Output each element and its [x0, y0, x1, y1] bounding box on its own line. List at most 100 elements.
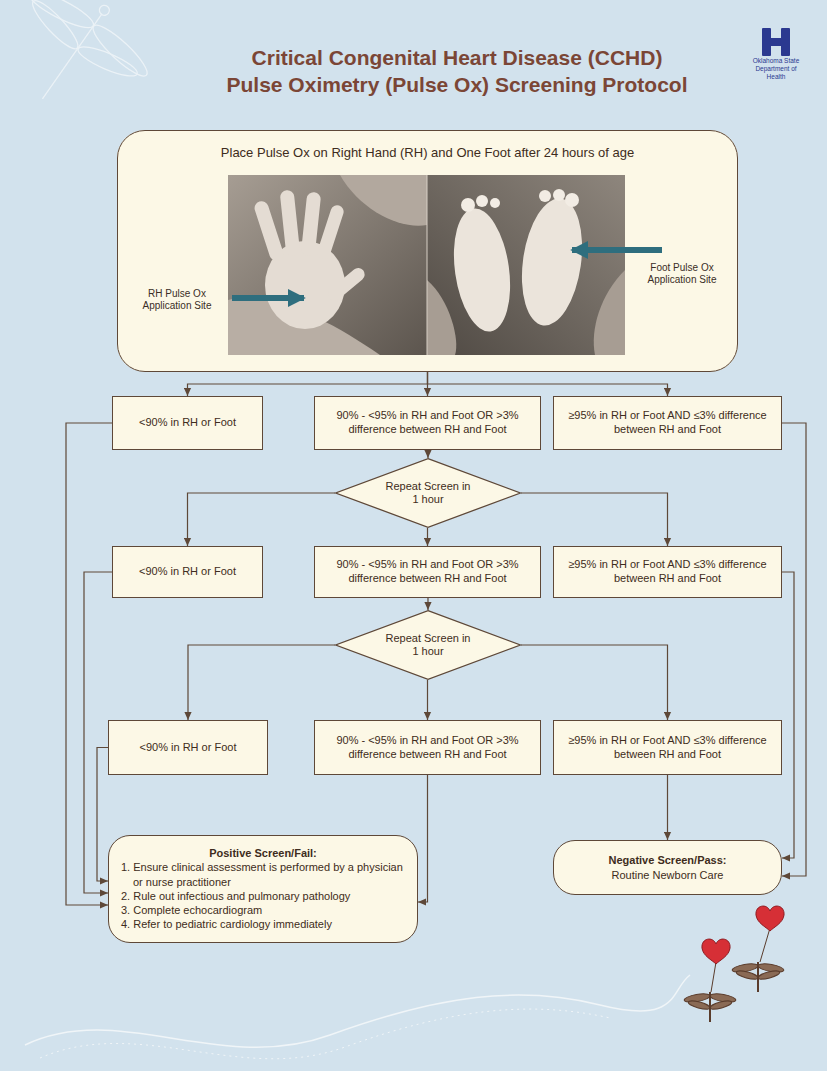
flow-arrow: [66, 423, 112, 905]
site-pointer: [232, 295, 304, 301]
dragonfly-wing: [758, 969, 781, 980]
start-box: Place Pulse Ox on Right Hand (RH) and On…: [117, 130, 738, 372]
text-group: <90% in RH or Foot: [119, 565, 256, 579]
photo-divider: [427, 175, 428, 355]
dragonfly-wing: [88, 19, 153, 81]
baby-finger: [301, 191, 322, 256]
flow-arrow: [418, 775, 428, 902]
flow-arrow: [188, 493, 335, 546]
node-text: 90% - <95% in RH and Foot OR >3% differe…: [321, 409, 534, 437]
adult-hand: [427, 280, 456, 355]
flow-arrow: [521, 493, 668, 546]
dragonfly-head: [97, 3, 111, 17]
diamond-shape: [336, 459, 521, 528]
result-step: 4. Refer to pediatric cardiology immedia…: [121, 917, 405, 931]
toe: [539, 190, 551, 202]
flow-arrow: [188, 372, 428, 396]
hand-photo: [228, 175, 427, 355]
flow-arrow: [782, 423, 806, 876]
flow-arrow: [188, 645, 335, 720]
criteria-box: 90% - <95% in RH and Foot OR >3% differe…: [314, 396, 541, 450]
text-group: Repeat Screen in 1 hour: [383, 632, 473, 658]
heart: [756, 906, 784, 931]
node-text: ≥95% in RH or Foot AND ≤3% difference be…: [560, 734, 775, 762]
result-box: Positive Screen/Fail:1. Ensure clinical …: [108, 835, 418, 943]
site-label: RH Pulse Ox Application Site: [128, 288, 226, 312]
site-label: Foot Pulse Ox Application Site: [630, 262, 734, 286]
dragonfly-wing: [75, 42, 140, 82]
logo-mark: [762, 28, 790, 56]
node-text: 90% - <95% in RH and Foot OR >3% differe…: [321, 734, 534, 762]
toe: [461, 198, 475, 212]
photo-ground: [427, 175, 625, 355]
result-heading: Negative Screen/Pass:: [566, 853, 769, 867]
result-text: Routine Newborn Care: [566, 868, 769, 882]
text-group: 90% - <95% in RH and Foot OR >3% differe…: [321, 734, 534, 762]
small-dragonfly: [684, 992, 737, 1022]
result-heading: Positive Screen/Fail:: [121, 846, 405, 860]
node-text: 90% - <95% in RH and Foot OR >3% differe…: [321, 558, 534, 586]
node-text: Place Pulse Ox on Right Hand (RH) and On…: [128, 145, 727, 161]
decision-text: Repeat Screen in 1 hour: [383, 480, 473, 506]
decision-diamond: Repeat Screen in 1 hour: [335, 458, 521, 528]
node-text: <90% in RH or Foot: [119, 416, 256, 430]
heart-dragonfly: [684, 939, 737, 1022]
criteria-box: <90% in RH or Foot: [112, 546, 263, 598]
flow-arrow: [521, 645, 668, 720]
text-group: ≥95% in RH or Foot AND ≤3% difference be…: [560, 734, 775, 762]
start-box-fill: [117, 130, 738, 372]
small-dragonfly: [732, 962, 785, 992]
adult-hand: [594, 270, 625, 355]
flow-arrow: [667, 775, 668, 840]
criteria-box: ≥95% in RH or Foot AND ≤3% difference be…: [553, 546, 782, 598]
photo-ground: [228, 175, 427, 355]
connector-group: [66, 372, 806, 905]
criteria-box: ≥95% in RH or Foot AND ≤3% difference be…: [553, 720, 782, 775]
criteria-box: 90% - <95% in RH and Foot OR >3% differe…: [314, 720, 541, 775]
text-group: Repeat Screen in 1 hour: [383, 480, 473, 506]
text-group: <90% in RH or Foot: [115, 741, 261, 755]
node-text: ≥95% in RH or Foot AND ≤3% difference be…: [560, 409, 775, 437]
flow-arrow: [427, 450, 428, 458]
dragonfly-outline: [0, 0, 167, 141]
diagram-title: Critical Congenital Heart Disease (CCHD)…: [224, 44, 690, 99]
diamond-shape: [336, 611, 521, 680]
baby-thumb: [325, 265, 367, 303]
text-group: ≥95% in RH or Foot AND ≤3% difference be…: [560, 409, 775, 437]
toe: [553, 189, 565, 201]
baby-finger: [253, 199, 285, 262]
toe: [476, 195, 488, 207]
criteria-box: <90% in RH or Foot: [108, 720, 268, 775]
flow-arrow: [428, 372, 668, 396]
node-text: <90% in RH or Foot: [119, 565, 256, 579]
text-group: <90% in RH or Foot: [119, 416, 256, 430]
swirl-dots: [40, 1009, 610, 1059]
node-text: <90% in RH or Foot: [115, 741, 261, 755]
heart-dragonfly: [732, 906, 785, 992]
decision-text: Repeat Screen in 1 hour: [383, 632, 473, 658]
flow-arrow: [97, 748, 108, 882]
criteria-box: ≥95% in RH or Foot AND ≤3% difference be…: [553, 396, 782, 450]
result-box: Negative Screen/Pass:Routine Newborn Car…: [553, 840, 782, 895]
swirl-line: [25, 975, 690, 1047]
flow-arrow: [427, 680, 428, 720]
text-group: Positive Screen/Fail:1. Ensure clinical …: [121, 846, 405, 932]
toe: [565, 193, 579, 207]
baby-foot: [514, 195, 589, 330]
dragonfly-wing: [688, 999, 711, 1010]
flow-arrow: [782, 572, 794, 858]
adult-finger: [340, 175, 427, 226]
heart-string: [760, 928, 770, 962]
decision-diamond: Repeat Screen in 1 hour: [335, 610, 521, 680]
text-group: Negative Screen/Pass:Routine Newborn Car…: [566, 853, 769, 882]
baby-foot: [447, 205, 518, 335]
flow-arrow: [427, 528, 428, 546]
result-step: 1. Ensure clinical assessment is perform…: [121, 860, 405, 889]
site-pointer: [572, 247, 662, 253]
criteria-box: <90% in RH or Foot: [112, 396, 263, 450]
heart-string: [711, 962, 716, 992]
flow-arrow: [427, 598, 428, 610]
heart: [702, 939, 730, 964]
node-text: ≥95% in RH or Foot AND ≤3% difference be…: [560, 558, 775, 586]
